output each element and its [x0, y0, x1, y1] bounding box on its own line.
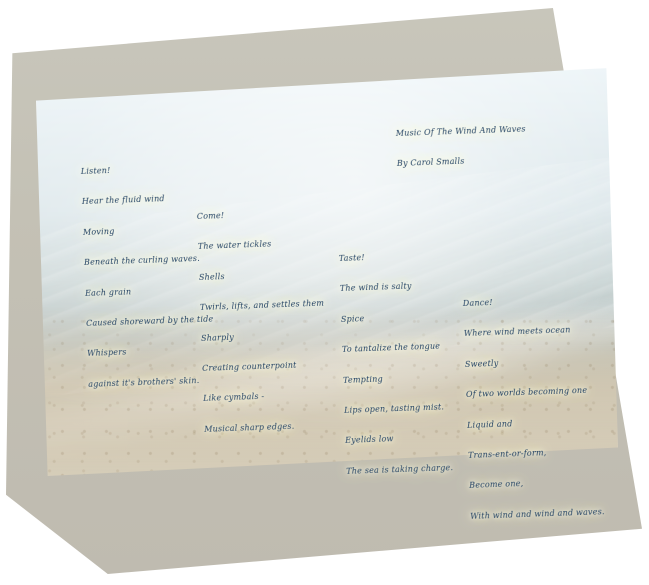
poem-line: Of two worlds becoming one: [465, 385, 588, 400]
poem-section-come: Come! The water tickles Shells Twirls, l…: [196, 187, 365, 454]
poem-line: Sweetly: [464, 358, 499, 369]
poem-heading-taste: Taste!: [338, 253, 365, 263]
poem-line: Twirls, lifts, and settles them: [199, 298, 325, 313]
poem-line: Trans-ent-or-form,: [467, 448, 547, 460]
poem-line: Spice: [340, 313, 365, 324]
poem-line: Tempting: [342, 374, 384, 385]
poem-line: To tantalize the tongue: [341, 341, 441, 355]
poem-heading-dance: Dance!: [462, 297, 493, 308]
poem-header: Music Of The Wind And Waves By Carol Sma…: [395, 104, 558, 188]
poem-line: Shells: [198, 271, 225, 282]
poem-line: Eyelids low: [345, 434, 394, 446]
poem-section-dance: Dance! Where wind meets ocean Sweetly Of…: [462, 274, 631, 541]
poem-line: Sharply: [200, 332, 235, 343]
poem-line: The wind is salty: [339, 281, 412, 294]
poem-byline: By Carol Smalls: [396, 156, 465, 169]
poem-line: Become one,: [469, 479, 524, 491]
poem-line: The water tickles: [197, 239, 272, 252]
poem-line: With wind and wind and waves.: [470, 506, 605, 521]
poem-title: Music Of The Wind And Waves: [395, 124, 526, 138]
poem-heading-listen: Listen!: [80, 165, 111, 176]
poem-line: Musical sharp edges.: [204, 421, 295, 434]
poem-line: The sea is taking charge.: [346, 462, 454, 476]
poem-heading-come: Come!: [196, 211, 225, 221]
poem-line: Lips open, tasting mist.: [343, 402, 445, 415]
poem-line: Where wind meets ocean: [463, 325, 571, 339]
poem-line: Creating counterpoint: [201, 360, 297, 373]
poem-line: Like cymbals -: [203, 392, 265, 404]
poem-line: Liquid and: [466, 418, 513, 430]
